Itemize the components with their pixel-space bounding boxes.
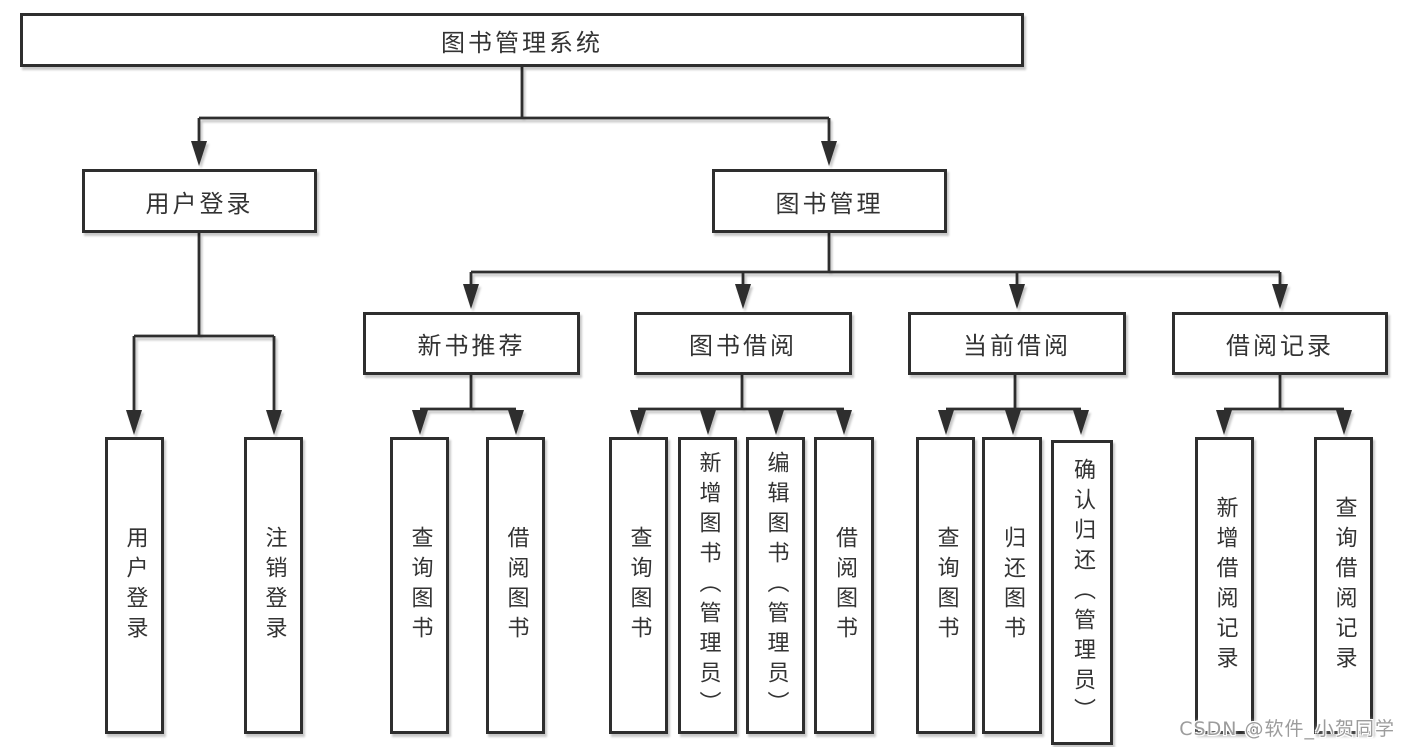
node-user-login: 用户登录 (82, 169, 317, 233)
leaf-user-login: 用户登录 (105, 437, 164, 734)
leaf-borrow-query-books: 查询图书 (609, 437, 668, 734)
leaf-record-add: 新增借阅记录 (1195, 437, 1254, 734)
leaf-borrow-add-books-admin: 新增图书（管理员） (678, 437, 737, 734)
connector-recommend-group (420, 375, 516, 411)
node-user-login-label: 用户登录 (145, 189, 254, 218)
node-root: 图书管理系统 (20, 13, 1024, 67)
node-book-borrow: 图书借阅 (634, 312, 852, 375)
leaf-logout: 注销登录 (244, 437, 303, 734)
connector-borrow-group (638, 375, 844, 411)
watermark: CSDN @软件_小贺同学 (1179, 718, 1395, 740)
leaf-borrow-edit-books-admin: 编辑图书（管理员） (746, 437, 805, 734)
leaf-current-confirm-return-admin: 确认归还（管理员） (1051, 440, 1113, 745)
leaf-recommend-borrow-books: 借阅图书 (486, 437, 545, 734)
leaf-current-return-books: 归还图书 (982, 437, 1042, 734)
connector-user-group (132, 233, 276, 410)
node-new-book-recommend-label: 新书推荐 (417, 332, 526, 360)
node-borrow-records: 借阅记录 (1172, 312, 1388, 375)
leaf-borrow-borrow-books: 借阅图书 (814, 437, 874, 734)
leaf-current-query-books: 查询图书 (916, 437, 975, 734)
node-book-borrow-label: 图书借阅 (689, 332, 797, 360)
connector-current-group (946, 375, 1081, 411)
connector-root-to-level2 (197, 67, 831, 142)
connector-bookmgmt-to-level3 (469, 233, 1282, 285)
node-current-borrow-label: 当前借阅 (963, 332, 1071, 360)
leaf-record-query: 查询借阅记录 (1314, 437, 1373, 734)
leaf-recommend-query-books: 查询图书 (390, 437, 449, 734)
node-book-management-label: 图书管理 (775, 189, 884, 218)
node-current-borrow: 当前借阅 (908, 312, 1126, 375)
node-new-book-recommend: 新书推荐 (363, 312, 580, 375)
node-root-label: 图书管理系统 (441, 28, 603, 57)
node-book-management: 图书管理 (712, 169, 947, 233)
node-borrow-records-label: 借阅记录 (1226, 332, 1334, 360)
connector-record-group (1224, 375, 1344, 411)
